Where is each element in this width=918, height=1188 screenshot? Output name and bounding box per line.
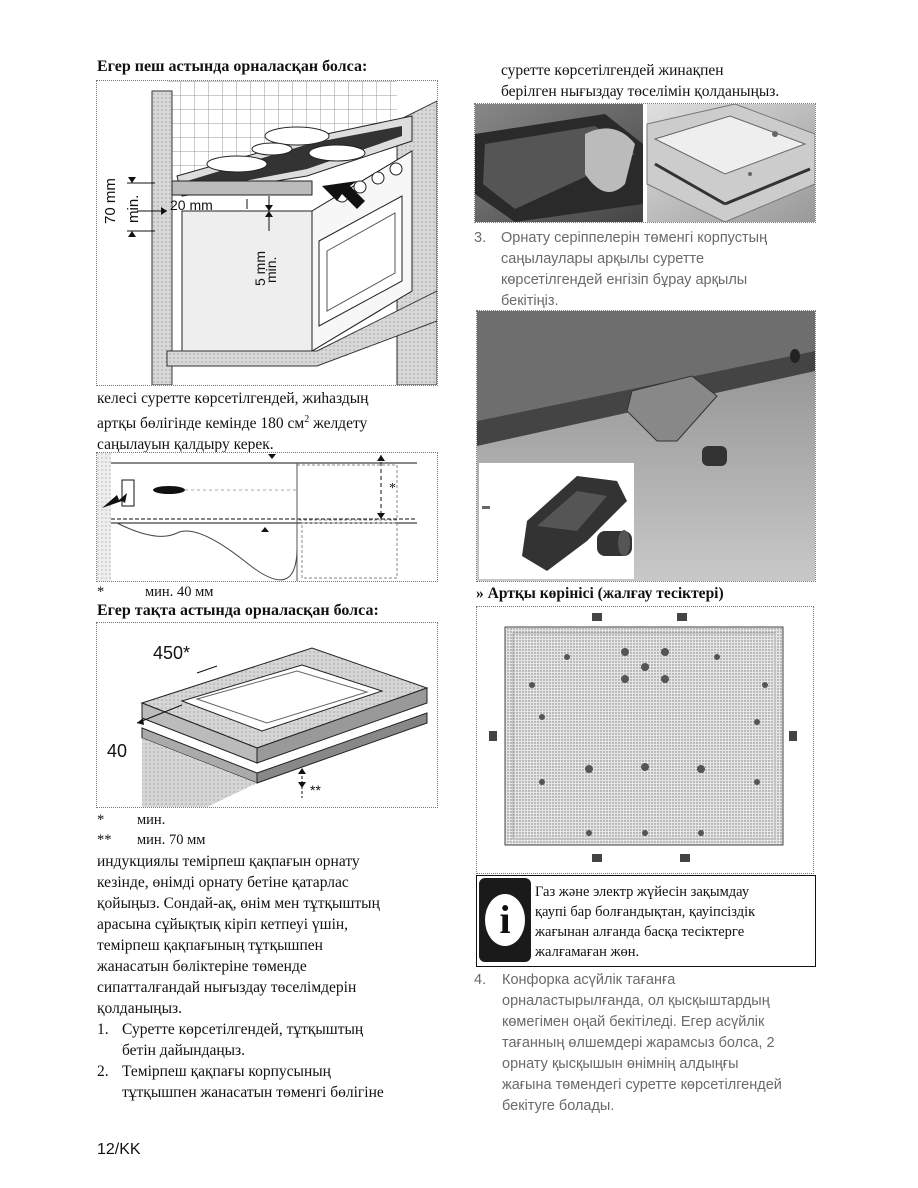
page-number: 12/KK bbox=[97, 1141, 141, 1158]
dim-450-label: 450* bbox=[153, 643, 191, 663]
countertop-cutout-figure: 450* 40 ** bbox=[96, 622, 438, 808]
dim-5mm-min-label: min. bbox=[263, 256, 279, 283]
gasket-photos bbox=[474, 103, 816, 223]
vent-gap-star: * bbox=[389, 481, 396, 496]
safety-warning-note: i Газ және электр жүйесін зақымдау қаупі… bbox=[476, 875, 816, 967]
dim-70mm-label: 70 mm bbox=[102, 178, 119, 224]
dim-40-label: 40 bbox=[107, 741, 128, 761]
step-3: 3. Орнату серіппелерін төменгі корпустың… bbox=[474, 230, 768, 309]
heading-counter-below: Егер тақта астында орналасқан болса: bbox=[97, 602, 379, 619]
ventilation-paragraph: келесі суретте көрсетілгендей, жиһаздың … bbox=[97, 390, 369, 454]
step-4: 4. Конфорка асүйлік тағанға орналастырыл… bbox=[474, 972, 782, 1114]
info-icon: i bbox=[479, 878, 531, 962]
heading-oven-below: Егер пеш астында орналасқан болса: bbox=[97, 58, 368, 75]
warning-text: Газ және электр жүйесін зақымдау қаупі б… bbox=[535, 884, 756, 960]
rear-view-heading: » Артқы көрінісі (жалғау тесіктері) bbox=[476, 585, 724, 602]
gasket-paragraph: суретте көрсетілгендей жинақпен берілген… bbox=[501, 62, 780, 100]
rear-view-figure bbox=[476, 606, 814, 874]
dim-min-label: min. bbox=[125, 194, 142, 223]
oven-installation-figure: 70 mm min. 20 mm 5 mm min. bbox=[96, 80, 438, 386]
induction-paragraph: индукциялы темірпеш қақпағын орнату кезі… bbox=[97, 853, 380, 1017]
mounting-spring-photo bbox=[476, 310, 816, 582]
ventilation-figure: * bbox=[96, 452, 438, 582]
dim-20mm-label: 20 mm bbox=[170, 197, 213, 213]
counter-notes: *мин. **мин. 70 мм bbox=[97, 812, 206, 848]
note-min-40: * мин. 40 мм bbox=[97, 584, 214, 600]
dim-double-star: ** bbox=[310, 782, 321, 798]
